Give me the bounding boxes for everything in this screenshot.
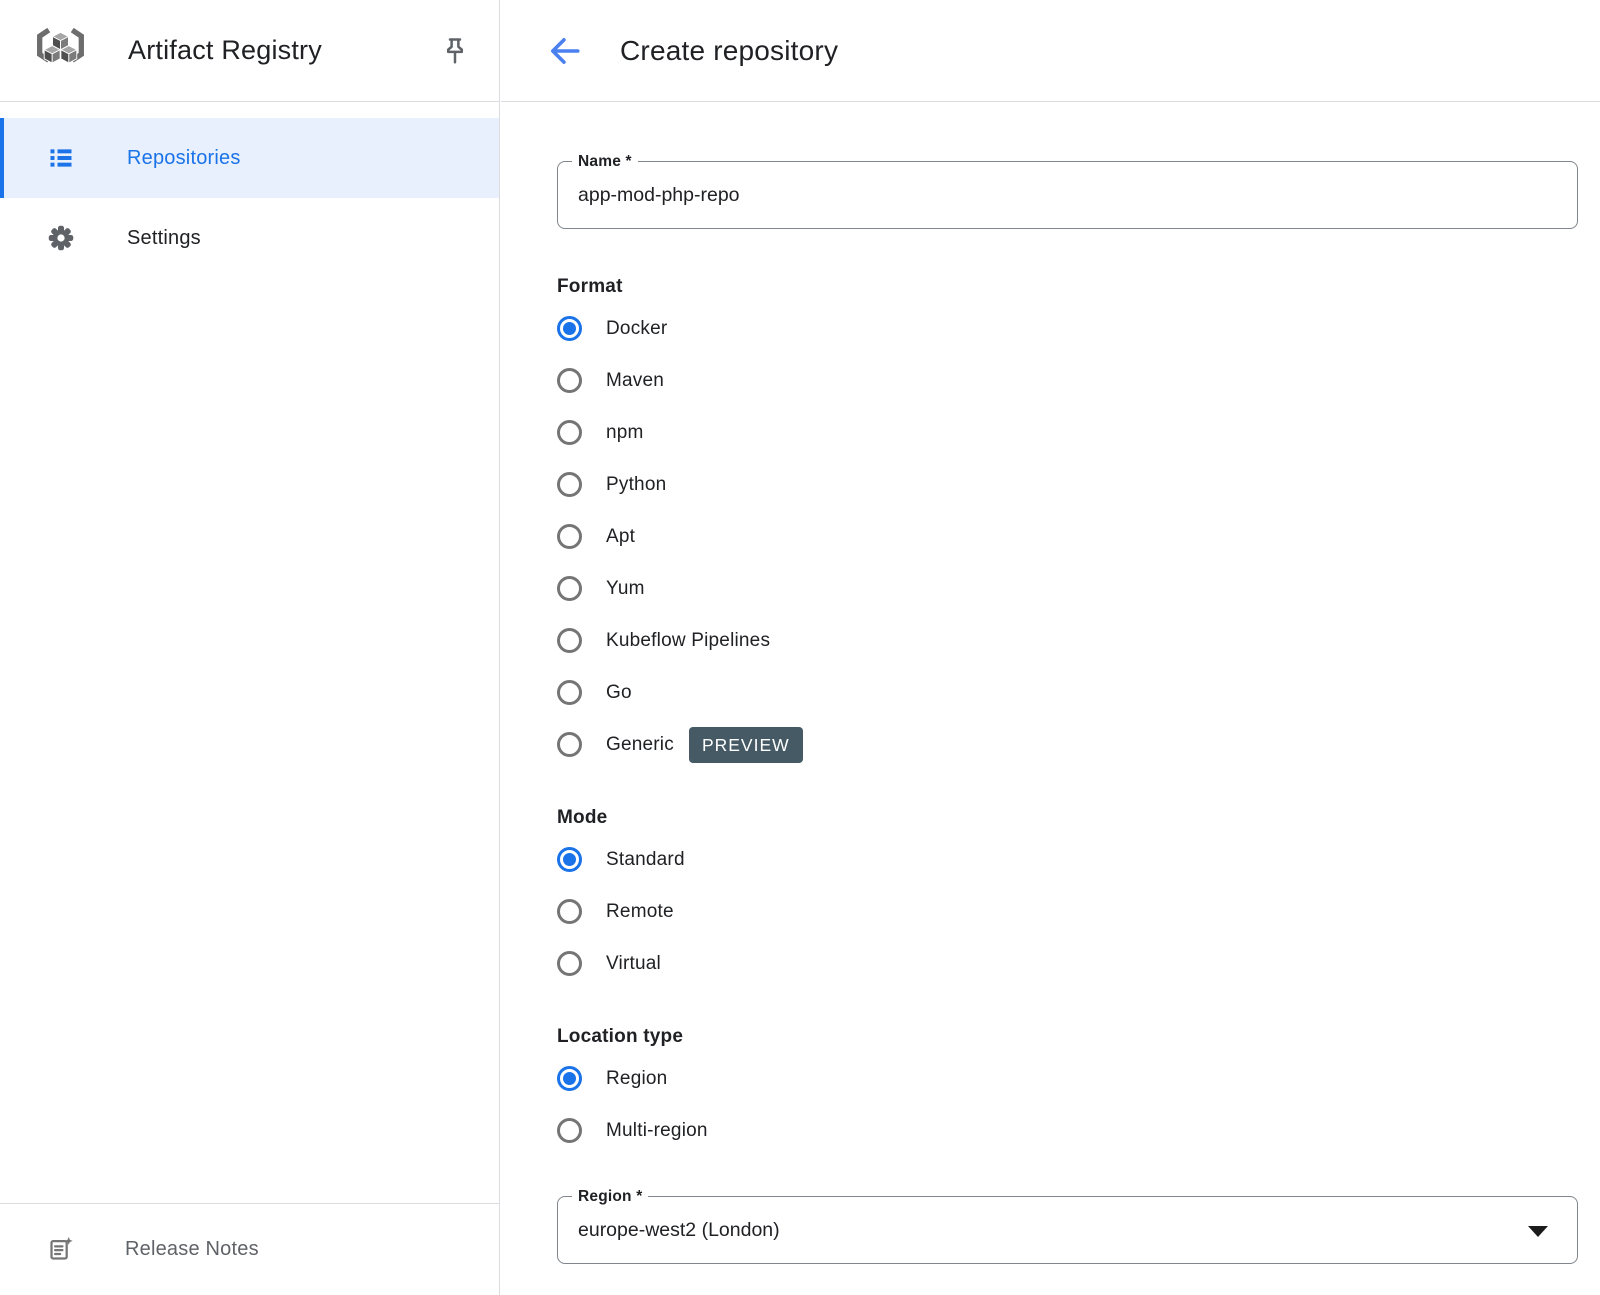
- format-section: Format Docker Maven npm: [557, 276, 1600, 763]
- sidebar-header: Artifact Registry: [0, 0, 499, 102]
- sidebar-item-label: Settings: [127, 226, 201, 249]
- radio-icon: [557, 316, 582, 341]
- format-option-apt[interactable]: Apt: [557, 524, 1600, 549]
- radio-icon: [557, 732, 582, 757]
- radio-icon: [557, 680, 582, 705]
- radio-option-label: Remote: [606, 900, 674, 922]
- radio-icon: [557, 524, 582, 549]
- radio-option-label: Multi-region: [606, 1119, 708, 1141]
- release-notes-label: Release Notes: [125, 1238, 259, 1260]
- location-type-radio-group: Region Multi-region: [557, 1066, 1600, 1143]
- pin-icon: [447, 37, 463, 63]
- release-notes-link[interactable]: Release Notes: [0, 1203, 499, 1295]
- format-option-generic[interactable]: Generic PREVIEW: [557, 726, 1600, 763]
- format-option-python[interactable]: Python: [557, 472, 1600, 497]
- release-notes-icon: [50, 1236, 73, 1260]
- preview-badge: PREVIEW: [688, 726, 803, 763]
- pin-button[interactable]: [438, 34, 472, 68]
- sidebar-item-repositories[interactable]: Repositories: [0, 118, 499, 198]
- page-title: Create repository: [620, 34, 839, 66]
- radio-option-label: Go: [606, 681, 632, 703]
- name-input[interactable]: [558, 183, 1458, 207]
- region-field-label: Region *: [572, 1187, 649, 1207]
- name-field-label: Name *: [572, 152, 638, 172]
- radio-option-label: Python: [606, 473, 667, 495]
- radio-option-label: npm: [606, 421, 644, 443]
- radio-icon: [557, 1118, 582, 1143]
- radio-icon: [557, 1066, 582, 1091]
- radio-option-label: Yum: [606, 577, 645, 599]
- radio-icon: [557, 847, 582, 872]
- format-option-npm[interactable]: npm: [557, 420, 1600, 445]
- main-panel: Create repository Name * Format Docker M…: [501, 0, 1600, 1295]
- radio-icon: [557, 899, 582, 924]
- gear-icon: [48, 225, 74, 251]
- artifact-registry-logo: [37, 27, 84, 64]
- radio-icon: [557, 951, 582, 976]
- radio-option-label: Virtual: [606, 952, 661, 974]
- radio-option-label: Maven: [606, 369, 665, 391]
- radio-icon: [557, 576, 582, 601]
- back-button[interactable]: [548, 34, 582, 68]
- mode-option-remote[interactable]: Remote: [557, 899, 1600, 924]
- mode-option-standard[interactable]: Standard: [557, 847, 1600, 872]
- format-option-kubeflow-pipelines[interactable]: Kubeflow Pipelines: [557, 628, 1600, 653]
- location-type-section-title: Location type: [557, 1026, 684, 1047]
- page-header: Create repository: [501, 0, 1600, 102]
- sidebar-item-label: Repositories: [127, 146, 241, 169]
- radio-option-label: Generic: [606, 733, 674, 755]
- back-arrow-icon: [550, 37, 580, 64]
- format-option-go[interactable]: Go: [557, 680, 1600, 705]
- format-radio-group: Docker Maven npm Python: [557, 316, 1600, 763]
- sidebar-item-settings[interactable]: Settings: [0, 198, 499, 278]
- format-option-docker[interactable]: Docker: [557, 316, 1600, 341]
- format-section-title: Format: [557, 276, 623, 297]
- radio-option-label: Kubeflow Pipelines: [606, 629, 771, 651]
- create-repository-form: Name * Format Docker Maven: [501, 152, 1600, 1264]
- mode-section-title: Mode: [557, 807, 608, 828]
- mode-radio-group: Standard Remote Virtual: [557, 847, 1600, 976]
- location-type-option-multi-region[interactable]: Multi-region: [557, 1118, 1600, 1143]
- radio-option-label: Apt: [606, 525, 636, 547]
- mode-option-virtual[interactable]: Virtual: [557, 951, 1600, 976]
- location-type-option-region[interactable]: Region: [557, 1066, 1600, 1091]
- dropdown-arrow-icon: [1528, 1226, 1548, 1237]
- sidebar-nav: Repositories Settings: [0, 102, 499, 278]
- radio-icon: [557, 420, 582, 445]
- location-type-section: Location type Region Multi-region: [557, 1026, 1600, 1143]
- sidebar: Artifact Registry Repositories: [0, 0, 500, 1295]
- name-field[interactable]: Name *: [557, 152, 1578, 229]
- list-icon: [50, 149, 72, 167]
- radio-option-label: Docker: [606, 317, 668, 339]
- region-select[interactable]: Region * europe-west2 (London): [557, 1187, 1578, 1264]
- radio-option-label: Standard: [606, 848, 685, 870]
- region-selected-value: europe-west2 (London): [578, 1218, 780, 1241]
- app-title: Artifact Registry: [128, 35, 322, 65]
- mode-section: Mode Standard Remote Virtual: [557, 807, 1600, 976]
- radio-icon: [557, 628, 582, 653]
- format-option-yum[interactable]: Yum: [557, 576, 1600, 601]
- radio-option-label: Region: [606, 1067, 668, 1089]
- radio-icon: [557, 368, 582, 393]
- format-option-maven[interactable]: Maven: [557, 368, 1600, 393]
- radio-icon: [557, 472, 582, 497]
